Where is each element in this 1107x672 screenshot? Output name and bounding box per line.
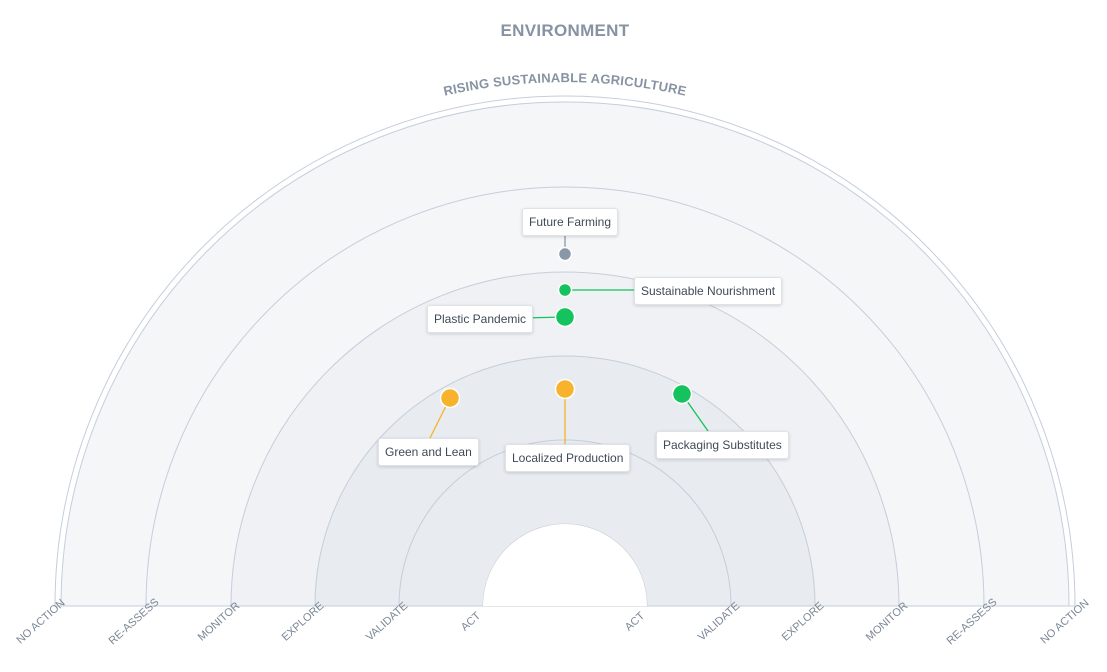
trend-label-green-and-lean[interactable]: Green and Lean [378,438,479,466]
ring-label-right-monitor: MONITOR [864,600,911,644]
ring-label-right-validate: VALIDATE [696,600,742,643]
trend-label-packaging-substitutes[interactable]: Packaging Substitutes [656,431,789,459]
trend-dot-localized-production[interactable] [554,378,576,400]
ring-validate [398,439,732,607]
trend-dot-future-farming[interactable] [557,246,573,262]
ring-label-left-no-action: NO ACTION [14,597,67,646]
trend-dot-plastic-pandemic[interactable] [554,306,576,328]
arc-title: RISING SUSTAINABLE AGRICULTURE [442,70,688,99]
trend-label-localized-production[interactable]: Localized Production [505,444,631,472]
ring-label-left-act: ACT [459,610,484,634]
trend-dot-sustainable-nourishment[interactable] [557,282,573,298]
ring-label-left-monitor: MONITOR [196,600,243,644]
trend-dot-packaging-substitutes[interactable] [671,383,693,405]
ring-bands [54,95,1076,607]
ring-label-left-validate: VALIDATE [364,600,410,643]
trend-label-future-farming[interactable]: Future Farming [522,208,619,236]
center-hole [483,524,647,606]
trend-dots [439,246,693,409]
chart-title: ENVIRONMENT [501,21,630,40]
trend-label-sustainable-nourishment[interactable]: Sustainable Nourishment [634,277,783,305]
trend-dot-green-and-lean[interactable] [439,387,461,409]
trend-label-plastic-pandemic[interactable]: Plastic Pandemic [427,305,534,333]
ring-label-right-act: ACT [623,610,648,634]
arc-title-text: RISING SUSTAINABLE AGRICULTURE [442,70,688,99]
